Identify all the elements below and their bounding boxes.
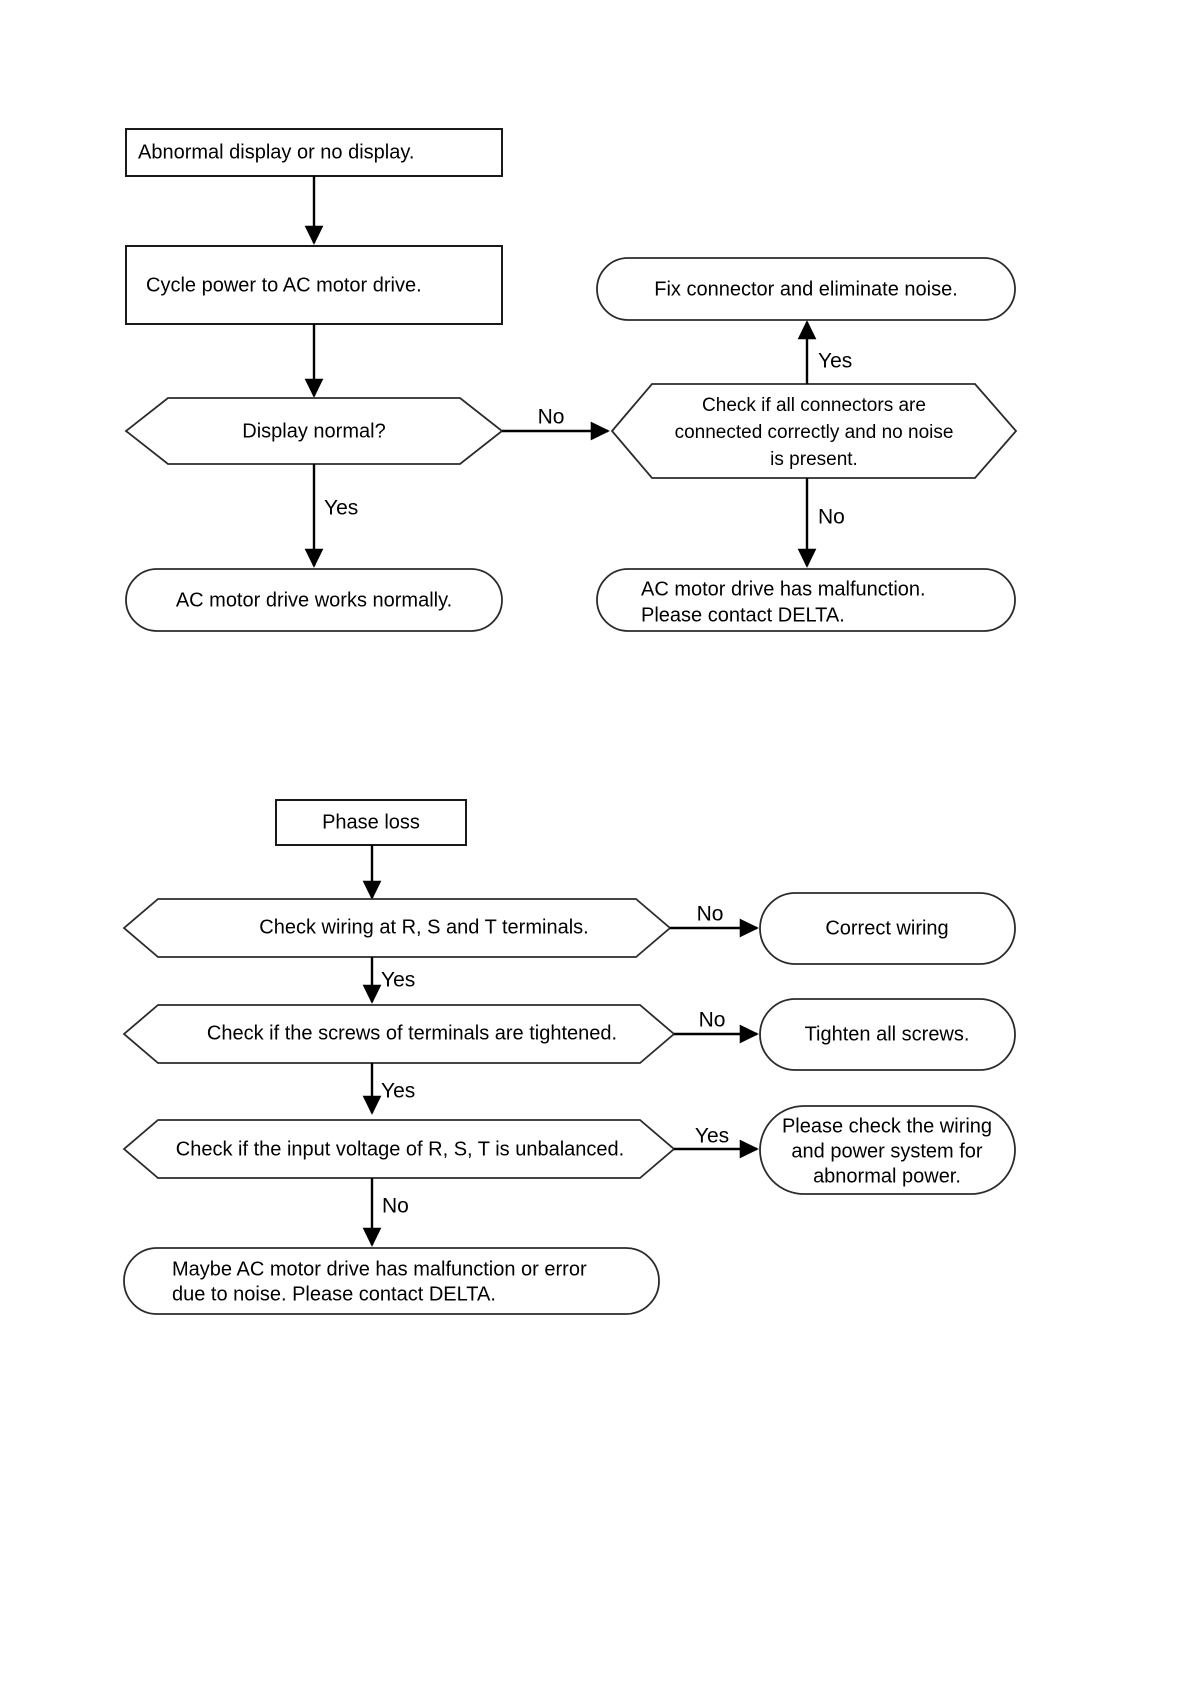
node-tighten-screws-label: Tighten all screws. (805, 1023, 970, 1045)
node-check-voltage-label: Check if the input voltage of R, S, T is… (176, 1138, 624, 1160)
node-check-connectors-line3: is present. (770, 449, 858, 470)
node-fix-connector: Fix connector and eliminate noise. (596, 257, 1016, 321)
node-display-normal: Display normal? (124, 397, 504, 465)
node-check-power-line1: Please check the wiring (782, 1115, 992, 1137)
node-maybe-malfunction-line1: Maybe AC motor drive has malfunction or … (172, 1258, 587, 1280)
node-maybe-malfunction: Maybe AC motor drive has malfunction or … (123, 1247, 660, 1315)
node-tighten-screws: Tighten all screws. (759, 998, 1016, 1071)
edge-label-no-wiring: No (697, 903, 724, 926)
node-check-connectors-line1: Check if all connectors are (702, 395, 926, 416)
node-check-connectors-line2: connected correctly and no noise (675, 422, 954, 443)
node-check-screws-label: Check if the screws of terminals are tig… (207, 1022, 617, 1044)
edge-label-no-display: No (538, 406, 565, 429)
node-maybe-malfunction-line2: due to noise. Please contact DELTA. (172, 1283, 496, 1305)
node-check-connectors: Check if all connectors are connected co… (610, 383, 1018, 479)
node-malfunction-line2: Please contact DELTA. (641, 604, 845, 626)
node-works-normally: AC motor drive works normally. (125, 568, 503, 632)
node-fix-connector-label: Fix connector and eliminate noise. (654, 278, 958, 300)
node-display-normal-label: Display normal? (242, 420, 385, 442)
node-cycle-power: Cycle power to AC motor drive. (125, 245, 503, 325)
node-check-power: Please check the wiring and power system… (759, 1105, 1016, 1195)
node-check-wiring-label: Check wiring at R, S and T terminals. (259, 916, 588, 938)
node-cycle-power-label: Cycle power to AC motor drive. (146, 274, 422, 296)
node-check-power-line2: and power system for (791, 1140, 983, 1162)
node-phase-loss-label: Phase loss (322, 811, 420, 833)
node-abnormal-display-label: Abnormal display or no display. (138, 141, 414, 163)
node-malfunction-line1: AC motor drive has malfunction. (641, 578, 926, 600)
edge-label-yes-connectors: Yes (818, 350, 852, 373)
node-check-power-line3: abnormal power. (813, 1165, 961, 1187)
edge-label-yes-display: Yes (324, 497, 358, 520)
edge-label-no-connectors: No (818, 506, 845, 529)
node-check-screws: Check if the screws of terminals are tig… (122, 1004, 676, 1064)
node-abnormal-display: Abnormal display or no display. (125, 128, 503, 177)
node-phase-loss: Phase loss (275, 799, 467, 846)
node-malfunction: AC motor drive has malfunction. Please c… (596, 568, 1016, 632)
edge-label-yes-screws: Yes (381, 1080, 415, 1103)
edge-label-no-screws: No (699, 1009, 726, 1032)
node-correct-wiring: Correct wiring (759, 892, 1016, 965)
edge-label-yes-voltage: Yes (695, 1125, 729, 1148)
node-works-normally-label: AC motor drive works normally. (176, 589, 452, 611)
node-check-voltage: Check if the input voltage of R, S, T is… (122, 1119, 676, 1179)
node-check-wiring: Check wiring at R, S and T terminals. (122, 898, 672, 958)
edge-label-yes-wiring: Yes (381, 969, 415, 992)
edge-label-no-voltage: No (382, 1195, 409, 1218)
node-correct-wiring-label: Correct wiring (825, 917, 948, 939)
